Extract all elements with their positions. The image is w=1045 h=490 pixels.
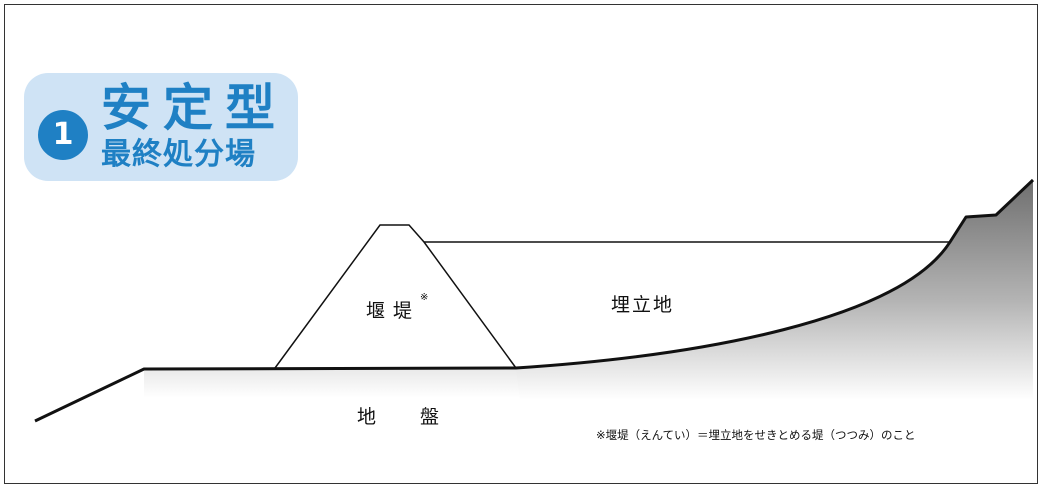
figure-frame (4, 4, 1038, 484)
badge-title: 安定型 (101, 79, 287, 137)
hill-shading (516, 180, 1033, 400)
number-circle: 1 (38, 110, 88, 160)
dam-note-mark: ※ (420, 292, 429, 303)
ground-shading (144, 368, 560, 398)
footnote: ※堰堤（えんてい）＝埋立地をせきとめる堤（つつみ）のこと (596, 428, 916, 442)
dam-outline (274, 224, 517, 369)
badge-subtitle: 最終処分場 (101, 137, 256, 172)
dam-label-text: 堰堤 (366, 300, 421, 322)
ground-line (34, 178, 1035, 423)
landfill-label: 埋立地 (611, 294, 675, 316)
ground-label: 地盤 (357, 406, 484, 428)
dam-label: 堰堤※ (366, 292, 428, 323)
